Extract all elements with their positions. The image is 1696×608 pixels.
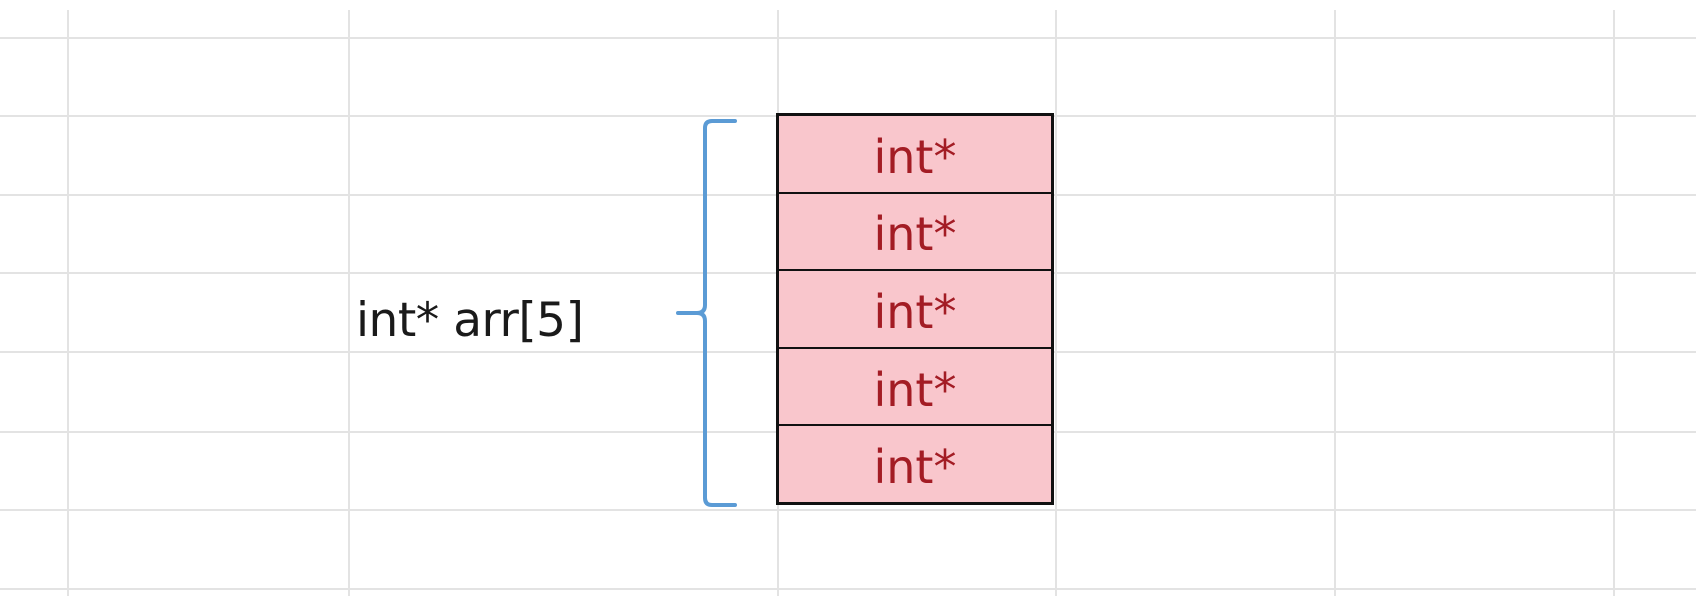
array-cell: int* [779,424,1051,502]
grid-line [0,509,1696,511]
array-cell: int* [779,269,1051,347]
grid-line [1613,10,1615,596]
grid-line [67,10,69,596]
grid-line [0,588,1696,590]
array-cell: int* [779,346,1051,425]
grid-line [1055,10,1057,596]
declaration-label: int* arr[5] [356,293,584,348]
grid-line [1334,10,1336,596]
pointer-array: int* int* int* int* int* [776,113,1054,505]
array-cell: int* [873,129,957,184]
grid-line [0,37,1696,39]
grid-line [348,10,350,596]
brace-path [676,119,737,507]
array-cell: int* [779,191,1051,270]
